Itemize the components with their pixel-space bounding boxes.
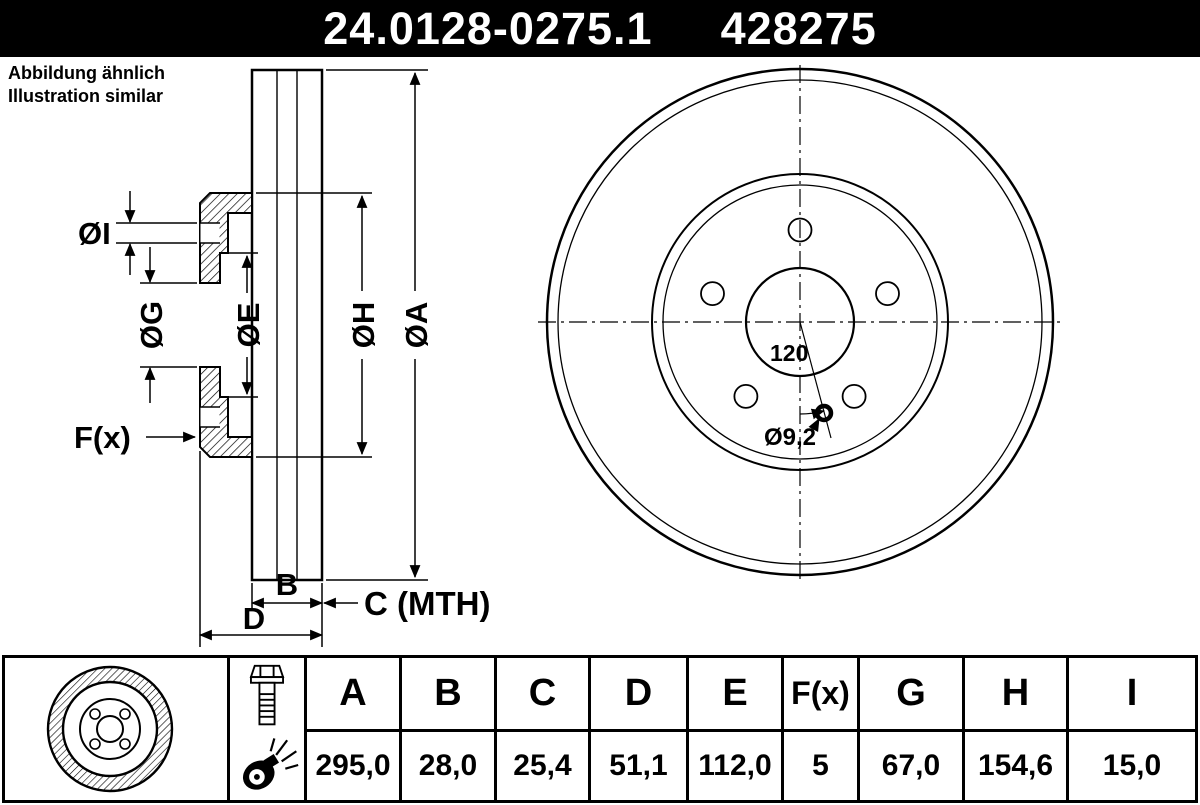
hat-section-top <box>199 192 253 284</box>
label-b: B <box>276 567 298 602</box>
label-dia-a: ØA <box>399 302 434 349</box>
value-g: 67,0 <box>857 729 962 800</box>
mounting-tools-cell <box>227 658 304 800</box>
col-header-i: I <box>1066 658 1195 729</box>
col-header-g: G <box>857 658 962 729</box>
lubricant-spray-icon <box>242 738 299 790</box>
col-header-c: C <box>494 658 588 729</box>
header-bar: 24.0128-0275.1 428275 <box>0 0 1200 57</box>
col-header-h: H <box>962 658 1066 729</box>
col-header-b: B <box>399 658 494 729</box>
note-line-de: Abbildung ähnlich <box>8 63 165 83</box>
label-screw-dia: Ø9,2 <box>764 424 816 451</box>
label-f: F(x) <box>74 420 131 455</box>
value-e: 112,0 <box>686 729 781 800</box>
value-c: 25,4 <box>494 729 588 800</box>
label-dia-g: ØG <box>134 301 169 349</box>
dimension-lines <box>116 69 428 647</box>
technical-drawing: ØA ØH ØE ØG ØI F(x) B C (MTH) D <box>74 65 1062 647</box>
value-i: 15,0 <box>1066 729 1195 800</box>
col-header-a: A <box>304 658 399 729</box>
label-c: C (MTH) <box>364 585 490 622</box>
bolt-icon <box>249 664 285 726</box>
bolt-holes <box>700 217 900 409</box>
order-number: 428275 <box>720 2 877 54</box>
value-h: 154,6 <box>962 729 1066 800</box>
part-number: 24.0128-0275.1 <box>323 2 653 54</box>
col-header-d: D <box>588 658 686 729</box>
label-d: D <box>243 601 265 636</box>
value-d: 51,1 <box>588 729 686 800</box>
label-dia-e: ØE <box>231 303 266 348</box>
brake-disc-icon <box>5 658 227 800</box>
dimension-table: A B C D E F(x) G H I 295,0 28,0 25,4 51,… <box>2 655 1198 803</box>
col-header-e: E <box>686 658 781 729</box>
value-a: 295,0 <box>304 729 399 800</box>
cross-section-view <box>199 68 324 582</box>
front-view <box>538 65 1062 579</box>
value-b: 28,0 <box>399 729 494 800</box>
label-dia-i: ØI <box>78 216 111 251</box>
col-header-f: F(x) <box>781 658 857 729</box>
illustration-note: Abbildung ähnlich Illustration similar <box>8 62 165 109</box>
value-f: 5 <box>781 729 857 800</box>
label-dia-h: ØH <box>346 302 381 349</box>
label-angle: 120 <box>770 340 808 366</box>
hat-section-bottom <box>199 366 253 458</box>
note-line-en: Illustration similar <box>8 86 164 107</box>
